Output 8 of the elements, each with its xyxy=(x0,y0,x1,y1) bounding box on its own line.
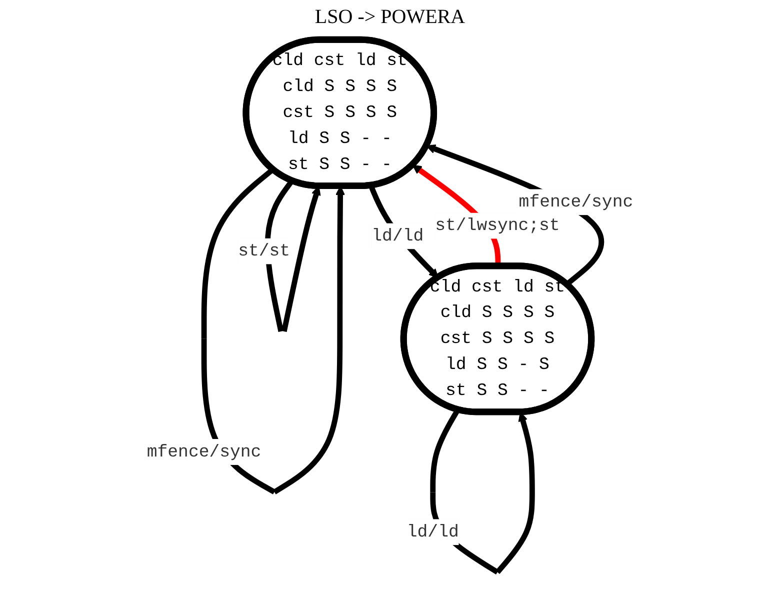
edge-label: mfence/sync xyxy=(146,442,262,462)
diagram-title: LSO -> POWERA xyxy=(314,6,466,29)
edge-label: ld/ld xyxy=(372,226,424,246)
edge-label: st/st xyxy=(238,242,290,262)
edge-label: ld/ld xyxy=(406,522,459,542)
arrow xyxy=(426,144,604,286)
edge-label: mfence/sync xyxy=(518,192,634,212)
edge-label: st/lwsync;st xyxy=(435,216,560,236)
